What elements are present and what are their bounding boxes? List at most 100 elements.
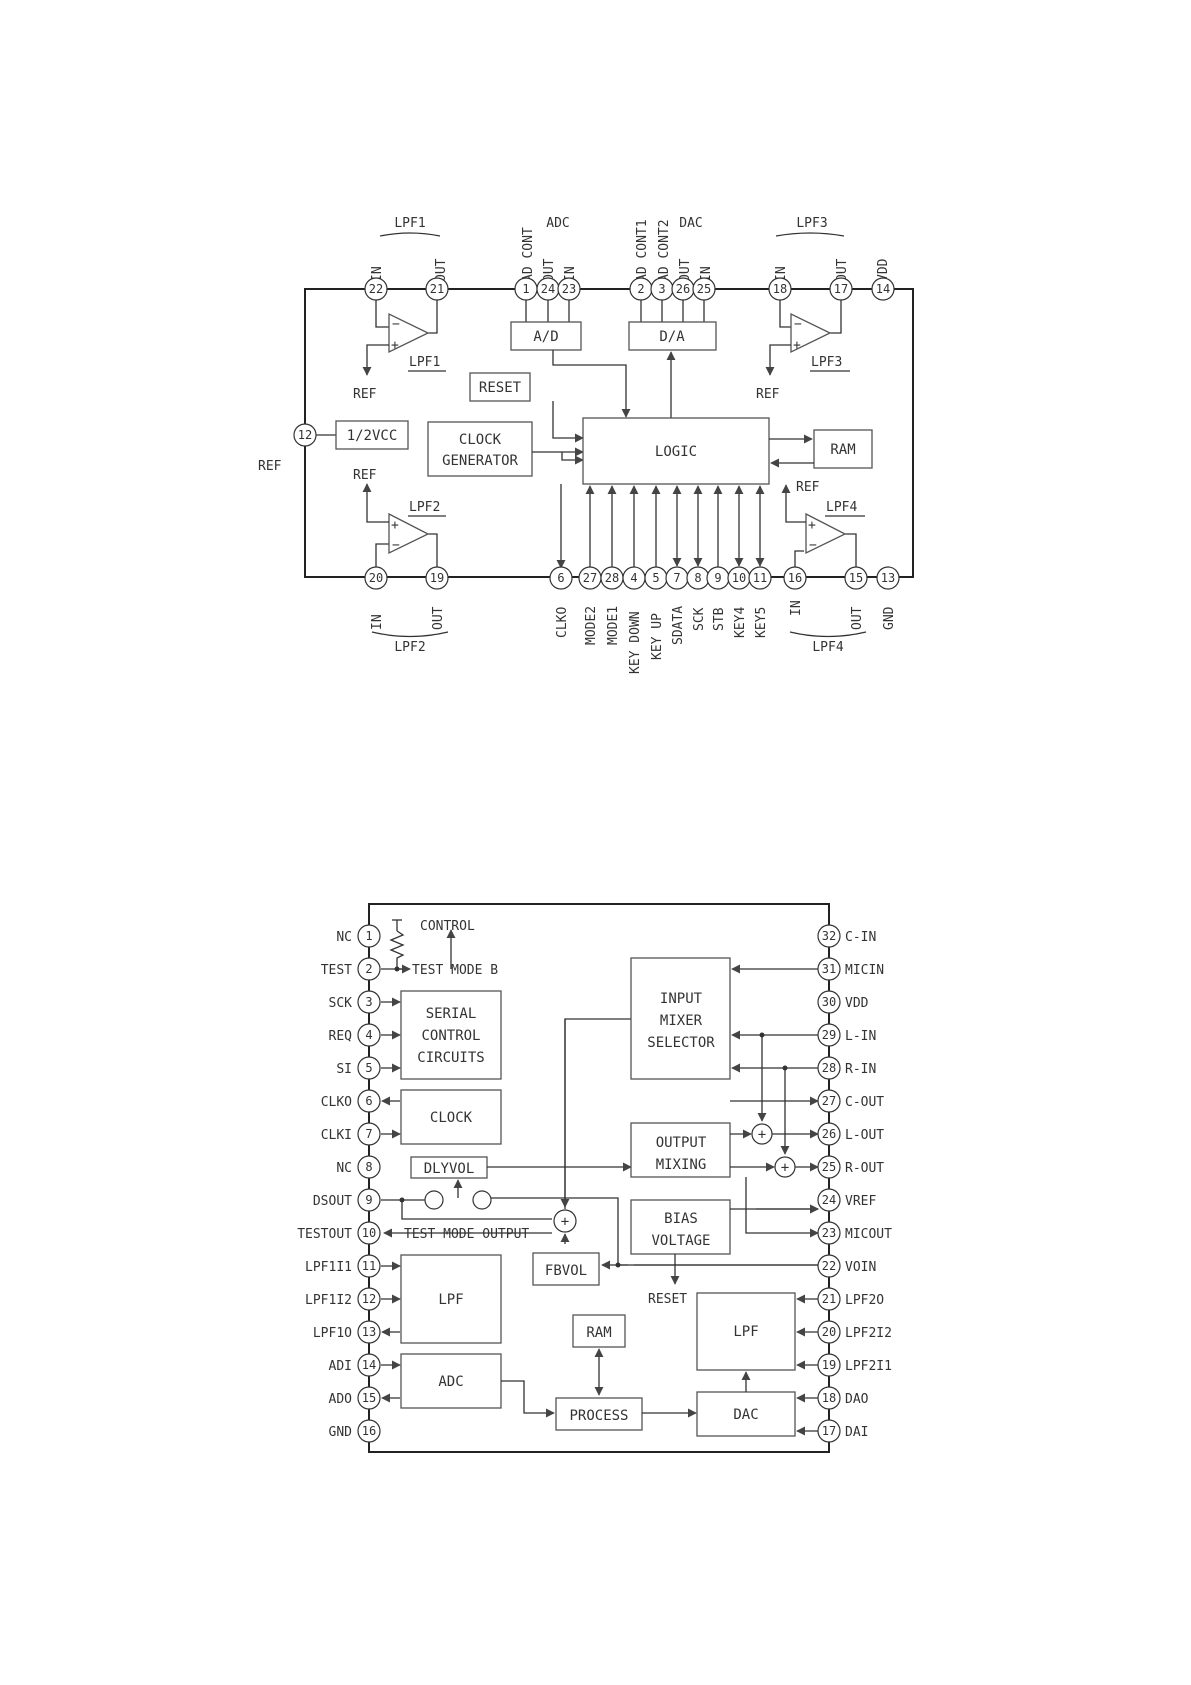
pin-17 — [829, 277, 853, 301]
pin-21 — [425, 277, 449, 301]
svg-text:13: 13 — [881, 571, 895, 585]
pin-label: L-IN — [845, 1029, 876, 1044]
pin-label: VREF — [845, 1194, 876, 1209]
svg-text:1: 1 — [522, 282, 529, 296]
process-block — [555, 1397, 643, 1431]
pin-label: R-IN — [845, 1062, 876, 1077]
lpf3-group-arc — [775, 232, 845, 237]
svg-text:+: + — [561, 1214, 569, 1230]
pin-circle — [357, 1386, 381, 1410]
bottom-diagram: 1NC2TEST3SCK4REQ5SI6CLKO7CLKI8NC9DSOUT10… — [297, 903, 892, 1453]
pin17-label: OUT — [835, 258, 850, 282]
svg-text:ADC: ADC — [438, 1374, 463, 1390]
svg-text:−: − — [809, 538, 817, 553]
svg-text:+: + — [781, 1160, 789, 1176]
svg-text:28: 28 — [605, 571, 619, 585]
svg-text:−: − — [794, 317, 802, 332]
half-vcc-block — [335, 420, 409, 450]
pin-label: SCK — [329, 996, 353, 1011]
svg-text:11: 11 — [753, 571, 767, 585]
svg-text:1/2VCC: 1/2VCC — [347, 428, 398, 444]
lpf2-ref-label: REF — [353, 468, 377, 483]
svg-text:23: 23 — [562, 282, 576, 296]
pin6-label: CLKO — [555, 607, 570, 638]
svg-text:CIRCUITS: CIRCUITS — [417, 1050, 484, 1066]
pin-25 — [692, 277, 716, 301]
pin-label: LPF1O — [313, 1326, 352, 1341]
svg-text:27: 27 — [583, 571, 597, 585]
pin-label: C-OUT — [845, 1095, 884, 1110]
pin-label: SI — [336, 1062, 352, 1077]
pin2-label: AD CONT1 — [635, 219, 650, 282]
pin-number: 15 — [362, 1391, 376, 1405]
left-pin-1: 1NC — [336, 924, 381, 948]
input-mixer-selector-block — [630, 957, 731, 1080]
svg-text:14: 14 — [876, 282, 890, 296]
pin-number: 16 — [362, 1424, 376, 1438]
svg-text:7: 7 — [673, 571, 680, 585]
pin-circle — [357, 957, 381, 981]
pin-label: DAO — [845, 1392, 869, 1407]
pin-22 — [364, 277, 388, 301]
lpf-right-block — [696, 1292, 796, 1371]
pin-label: LPF2O — [845, 1293, 884, 1308]
pin-19 — [425, 566, 449, 590]
svg-text:PROCESS: PROCESS — [569, 1408, 628, 1424]
pin-circle — [357, 1320, 381, 1344]
pin-label: MICIN — [845, 963, 884, 978]
pin-16 — [783, 566, 807, 590]
pin-number: 4 — [365, 1028, 372, 1042]
svg-text:MIXING: MIXING — [656, 1157, 707, 1173]
pin20-label: IN — [370, 614, 385, 630]
svg-text:19: 19 — [430, 571, 444, 585]
pin-11 — [748, 566, 772, 590]
pin-number: 7 — [365, 1127, 372, 1141]
svg-text:RAM: RAM — [586, 1325, 611, 1341]
pin-label: CLKI — [321, 1128, 352, 1143]
left-pin-5: 5 SI — [336, 1056, 381, 1080]
pin-circle — [817, 1254, 841, 1278]
sum-node-fb — [553, 1209, 577, 1233]
adc-group-label: ADC — [546, 216, 569, 231]
pin-circle — [357, 990, 381, 1014]
pin-circle — [817, 924, 841, 948]
pin-number: 5 — [365, 1061, 372, 1075]
ref-left-label: REF — [258, 459, 282, 474]
output-mixing-block — [630, 1122, 731, 1178]
svg-text:A/D: A/D — [533, 329, 558, 345]
svg-text:INPUT: INPUT — [660, 991, 703, 1007]
svg-text:22: 22 — [369, 282, 383, 296]
test-mode-output-label: TEST MODE OUTPUT — [404, 1227, 529, 1242]
pin-14 — [871, 277, 895, 301]
pin-number: 25 — [822, 1160, 836, 1174]
pin-label: L-OUT — [845, 1128, 884, 1143]
pin13-label: GND — [882, 606, 897, 630]
control-label: CONTROL — [420, 919, 475, 934]
svg-text:2: 2 — [637, 282, 644, 296]
pin-label: LPF1I2 — [305, 1293, 352, 1308]
pin-label: VOIN — [845, 1260, 876, 1275]
dac-group-label: DAC — [679, 216, 702, 231]
svg-text:8: 8 — [694, 571, 701, 585]
lpf4-group-arc — [789, 631, 867, 638]
pin-number: 1 — [365, 929, 372, 943]
clock-generator-block — [427, 421, 533, 477]
lpf1-group-label: LPF1 — [394, 216, 425, 231]
top-diagram: LPF1 ADC DAC LPF3 IN OUT AD CONT OUT IN … — [258, 216, 914, 674]
pin1-label: AD CONT — [521, 227, 536, 282]
lpf3-opamp — [790, 312, 832, 354]
svg-text:SELECTOR: SELECTOR — [647, 1035, 715, 1051]
pin27-label: MODE2 — [584, 606, 599, 645]
switch-2 — [472, 1190, 492, 1210]
pin-number: 11 — [362, 1259, 376, 1273]
svg-text:CLOCK: CLOCK — [430, 1110, 473, 1126]
pin14-label: VDD — [876, 258, 891, 282]
pin-13 — [876, 566, 900, 590]
pin-number: 10 — [362, 1226, 376, 1240]
svg-text:26: 26 — [676, 282, 690, 296]
